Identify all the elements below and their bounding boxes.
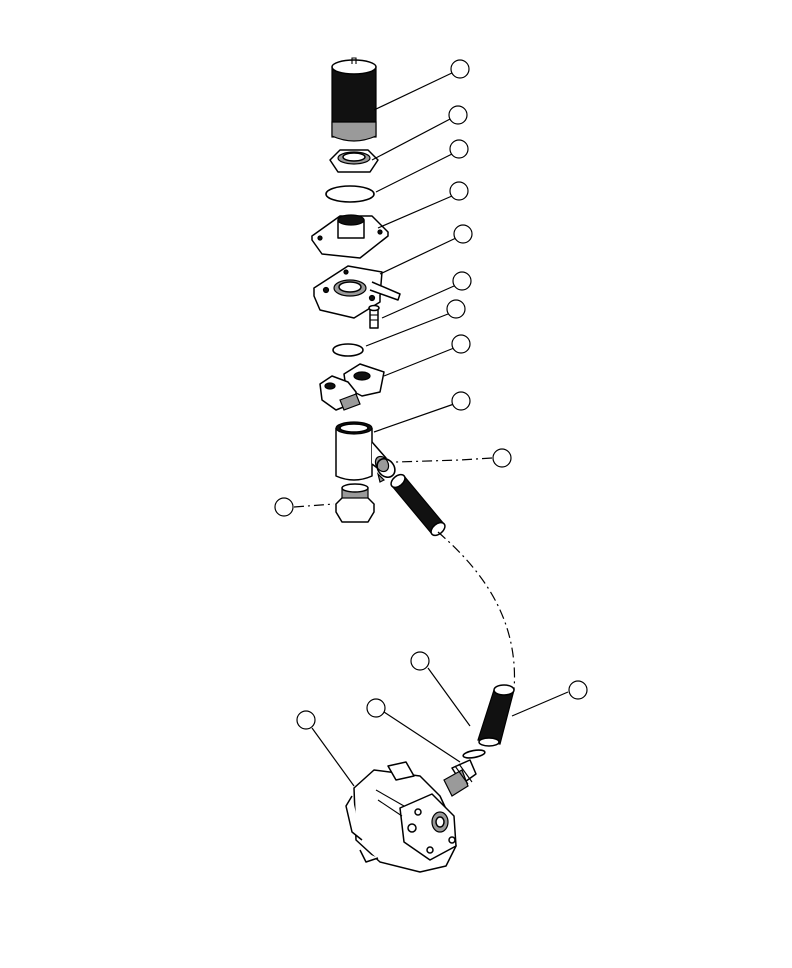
pump-fitting bbox=[443, 759, 477, 797]
callout-split-flange bbox=[451, 334, 471, 354]
hydraulic-pump bbox=[345, 761, 457, 873]
callout-hose-end bbox=[410, 651, 430, 671]
callout-filter-element bbox=[450, 59, 470, 79]
filter-head bbox=[313, 265, 401, 319]
callout-large-oring bbox=[449, 139, 469, 159]
callouts bbox=[274, 59, 588, 730]
hex-adapter bbox=[335, 483, 375, 523]
filter-nut bbox=[329, 149, 379, 173]
hose-centerline bbox=[437, 531, 516, 691]
callout-top-flange bbox=[449, 181, 469, 201]
filter-element bbox=[331, 57, 377, 142]
hose-upper bbox=[390, 473, 446, 537]
callout-hose-clamp bbox=[492, 448, 512, 468]
callout-tee-fitting bbox=[451, 391, 471, 411]
callout-pump-oring bbox=[366, 698, 386, 718]
tee-fitting bbox=[335, 421, 390, 481]
bolt bbox=[368, 304, 380, 329]
callout-hex-adapter bbox=[274, 497, 294, 517]
large-oring bbox=[325, 185, 375, 203]
callout-filter-nut bbox=[448, 105, 468, 125]
callout-filter-head bbox=[453, 224, 473, 244]
callout-pump bbox=[296, 710, 316, 730]
callout-hose-lower bbox=[568, 680, 588, 700]
callout-bolt bbox=[452, 271, 472, 291]
hose-clamp bbox=[376, 457, 396, 483]
callout-small-oring bbox=[446, 299, 466, 319]
top-flange bbox=[311, 214, 389, 259]
small-oring bbox=[332, 343, 364, 357]
pump-oring bbox=[462, 749, 486, 759]
leader-lines bbox=[293, 71, 569, 787]
hose-lower bbox=[477, 684, 515, 747]
split-flange bbox=[319, 363, 385, 411]
